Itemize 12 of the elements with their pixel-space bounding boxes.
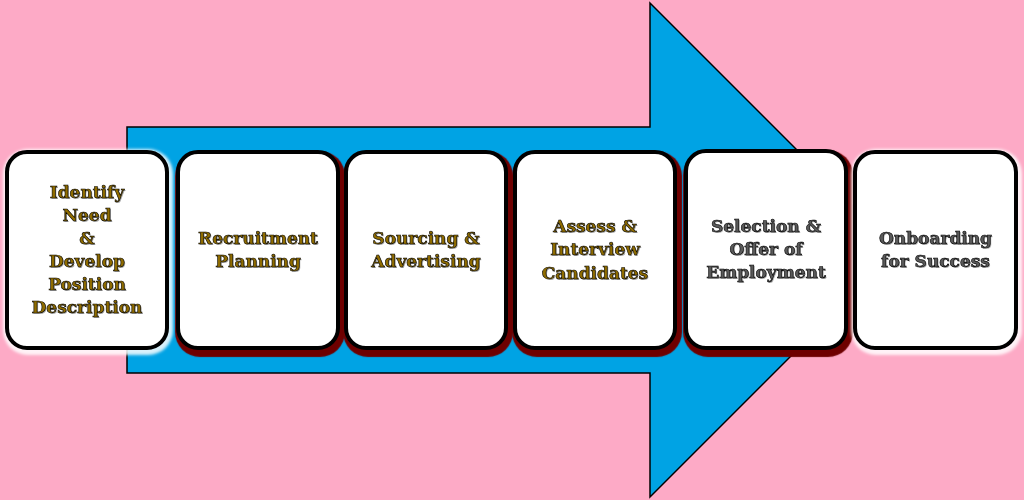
process-box <box>5 150 169 350</box>
step-label: Sourcing & Advertising <box>370 226 482 273</box>
step-label: Recruitment Planning <box>197 226 319 273</box>
process-box <box>513 150 677 350</box>
step-label: Onboarding for Success <box>878 226 993 273</box>
process-box <box>853 150 1018 350</box>
step-label: Selection & Offer of Employment <box>705 214 827 285</box>
step-label: Identify Need & Develop Position Description <box>30 180 144 320</box>
process-box <box>176 150 340 350</box>
process-box <box>684 149 848 350</box>
step-label: Assess & Interview Candidates <box>540 215 650 285</box>
process-box <box>344 150 508 350</box>
